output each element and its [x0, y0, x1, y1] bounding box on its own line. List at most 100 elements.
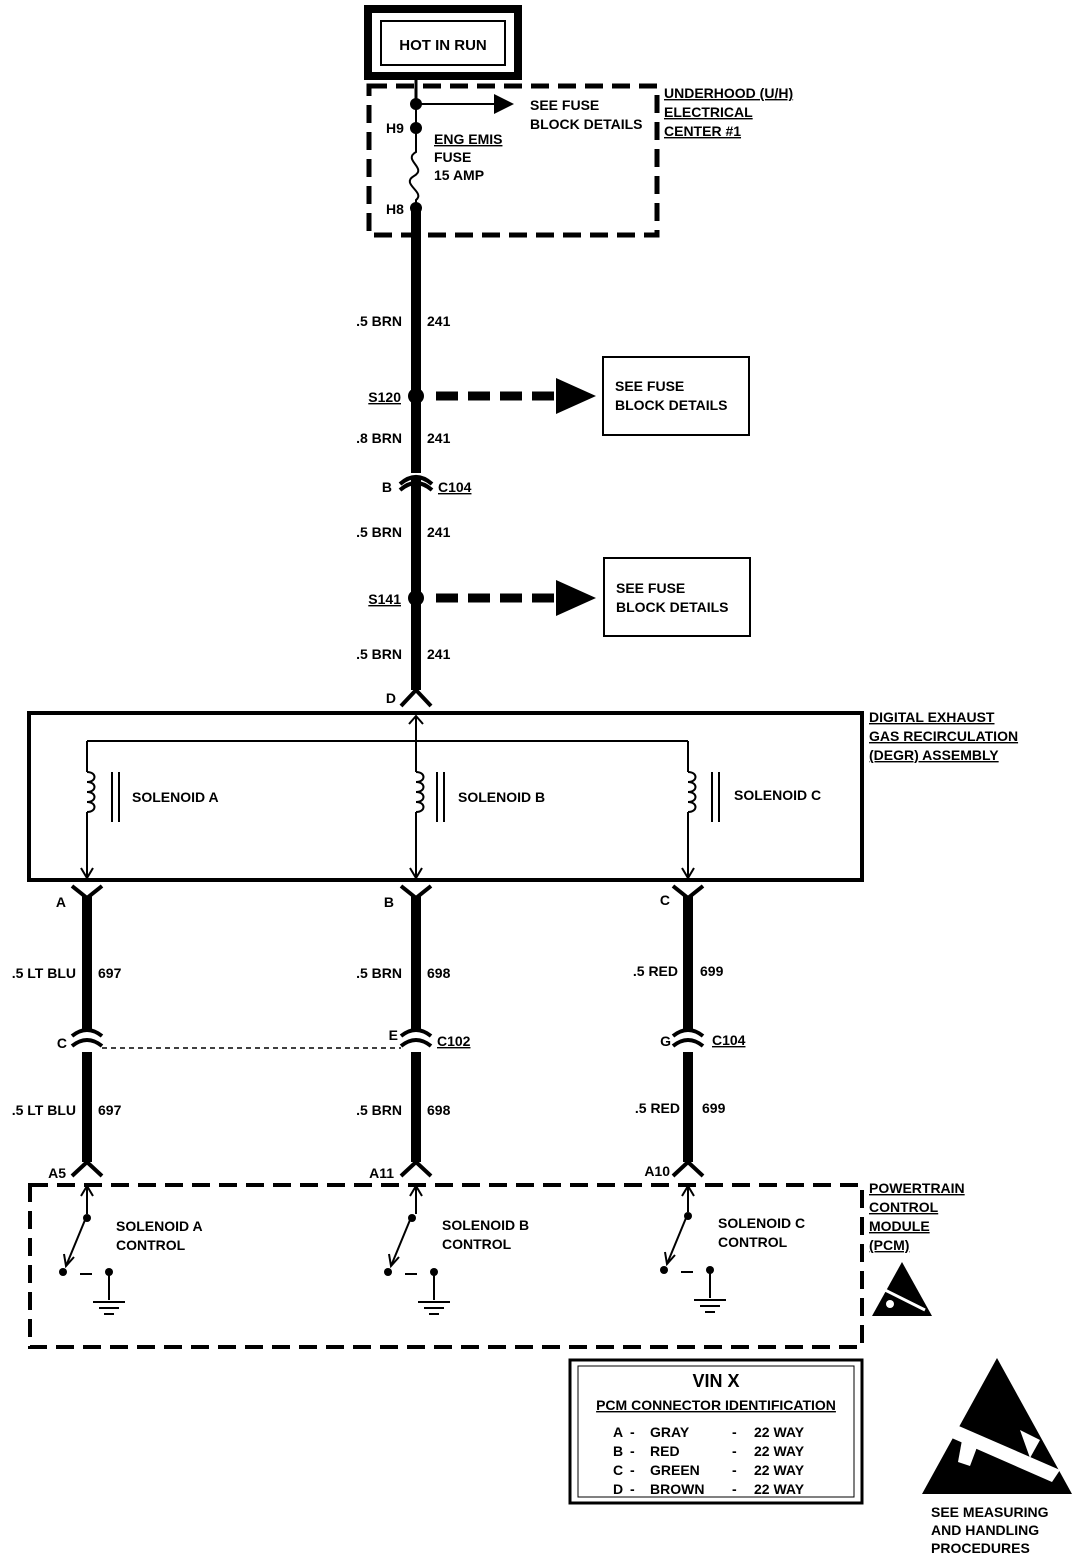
see-fuse-box-1-line-2: BLOCK DETAILS [615, 397, 728, 413]
pcm-a10-connector [671, 1159, 705, 1178]
degr-title-2: GAS RECIRCULATION [869, 728, 1018, 744]
table-row-1-color: GRAY [650, 1424, 690, 1440]
mid-c-pin-label: G [660, 1033, 671, 1049]
fuse-name-line-2: FUSE [434, 149, 471, 165]
pcm-ctrl-a-line-1: SOLENOID A [116, 1218, 203, 1234]
w4-gauge: .5 BRN [356, 646, 402, 662]
solenoid-b-label: SOLENOID B [458, 789, 545, 805]
table-subtitle: PCM CONNECTOR IDENTIFICATION [596, 1397, 836, 1413]
table-row-2-size: 22 WAY [754, 1443, 805, 1459]
mid-a-pin-label: C [57, 1035, 67, 1051]
pcm-a11-connector [399, 1159, 433, 1178]
c104-pin-label: B [382, 479, 392, 495]
pcm-a5-connector [70, 1159, 104, 1178]
wire-a-circuit-2: 697 [98, 1102, 122, 1118]
pcm-title-2: CONTROL [869, 1199, 939, 1215]
sol-a-pin-label: A [56, 894, 66, 910]
ueh-title-2: ELECTRICAL [664, 104, 753, 120]
esd-note-line-1: SEE MEASURING [931, 1504, 1049, 1520]
sol-b-pin-label: B [384, 894, 394, 910]
wire-a-gauge-2: .5 LT BLU [12, 1102, 76, 1118]
pcm-a10-label: A10 [644, 1163, 670, 1179]
wire-c-gauge-2: .5 RED [635, 1100, 680, 1116]
s141-label: S141 [368, 591, 401, 607]
degr-assembly [27, 711, 864, 882]
solenoid-c-label: SOLENOID C [734, 787, 821, 803]
c104-lower-label: C104 [712, 1032, 746, 1048]
underhood-electrical-center: SEE FUSE BLOCK DETAILS H9 H8 ENG EMIS FU… [366, 76, 793, 238]
degr-title-1: DIGITAL EXHAUST [869, 709, 995, 725]
w3-circuit: 241 [427, 524, 451, 540]
pcm-module [28, 1183, 864, 1349]
table-row-4-dash-a: - [630, 1481, 635, 1497]
pcm-title-4: (PCM) [869, 1237, 909, 1253]
wire-a-gauge-1: .5 LT BLU [12, 965, 76, 981]
esd-note-line-3: PROCEDURES [931, 1540, 1030, 1556]
table-row-4-color: BROWN [650, 1481, 704, 1497]
degr-d-connector [399, 687, 433, 708]
c102-connector-row [70, 1028, 705, 1049]
table-row-4-dash-b: - [732, 1481, 737, 1497]
w4-circuit: 241 [427, 646, 451, 662]
fuse-name-line-1: ENG EMIS [434, 131, 502, 147]
wire-b-circuit-2: 698 [427, 1102, 451, 1118]
pcm-ctrl-a-line-2: CONTROL [116, 1237, 186, 1253]
fuse-rating: 15 AMP [434, 167, 484, 183]
degr-d-pin-label: D [386, 690, 396, 706]
hot-in-run-label: HOT IN RUN [399, 37, 487, 54]
see-fuse-box-2 [603, 557, 751, 637]
table-row-2-color: RED [650, 1443, 680, 1459]
pcm-ctrl-b-line-1: SOLENOID B [442, 1217, 529, 1233]
fuse-see-line-2: BLOCK DETAILS [530, 116, 643, 132]
pcm-connector-table [568, 1358, 864, 1505]
wire-b-gauge-1: .5 BRN [356, 965, 402, 981]
esd-note-line-2: AND HANDLING [931, 1522, 1039, 1538]
c104-name-label: C104 [438, 479, 472, 495]
wire-c-circuit-2: 699 [702, 1100, 726, 1116]
c104-connector [398, 475, 434, 498]
pcm-a5-label: A5 [48, 1165, 66, 1181]
table-row-1-dash-a: - [630, 1424, 635, 1440]
see-fuse-box-2-line-1: SEE FUSE [616, 580, 685, 596]
wire-c-gauge-1: .5 RED [633, 963, 678, 979]
w2-circuit: 241 [427, 430, 451, 446]
see-fuse-box-1 [602, 356, 750, 436]
table-row-2-dash-a: - [630, 1443, 635, 1459]
pcm-a11-label: A11 [369, 1165, 394, 1181]
h8-pin-label: H8 [386, 201, 404, 217]
ueh-title-3: CENTER #1 [664, 123, 741, 139]
table-title: VIN X [692, 1371, 739, 1391]
table-row-1-dash-b: - [732, 1424, 737, 1440]
sol-c-pin-label: C [660, 892, 670, 908]
wire-b-circuit-1: 698 [427, 965, 451, 981]
esd-small-icon [872, 1262, 932, 1316]
solenoid-b-coil-icon [415, 771, 425, 813]
fuse-see-line-1: SEE FUSE [530, 97, 599, 113]
mid-b-pin-label: E [389, 1027, 398, 1043]
esd-warning-icon [922, 1358, 1072, 1494]
ueh-title-1: UNDERHOOD (U/H) [664, 85, 793, 101]
s120-arrow-icon [556, 378, 596, 414]
wire-a-circuit-1: 697 [98, 965, 122, 981]
solenoid-a-label: SOLENOID A [132, 789, 219, 805]
hot-in-run-box: HOT IN RUN [364, 5, 522, 80]
s120-label: S120 [368, 389, 401, 405]
s120-splice-dot [408, 388, 424, 404]
fuse-icon [408, 128, 420, 208]
c102-label: C102 [437, 1033, 471, 1049]
wire-b-gauge-2: .5 BRN [356, 1102, 402, 1118]
w3-gauge: .5 BRN [356, 524, 402, 540]
pcm-ctrl-c-line-2: CONTROL [718, 1234, 788, 1250]
table-row-4-size: 22 WAY [754, 1481, 805, 1497]
table-row-3-pin: C [613, 1462, 623, 1478]
wire-c-circuit-1: 699 [700, 963, 724, 979]
w1-circuit: 241 [427, 313, 451, 329]
w1-gauge: .5 BRN [356, 313, 402, 329]
see-fuse-box-2-line-2: BLOCK DETAILS [616, 599, 729, 615]
degr-title-3: (DEGR) ASSEMBLY [869, 747, 999, 763]
table-row-2-dash-b: - [732, 1443, 737, 1459]
table-row-3-dash-b: - [732, 1462, 737, 1478]
s141-arrow-icon [556, 580, 596, 616]
table-row-3-dash-a: - [630, 1462, 635, 1478]
